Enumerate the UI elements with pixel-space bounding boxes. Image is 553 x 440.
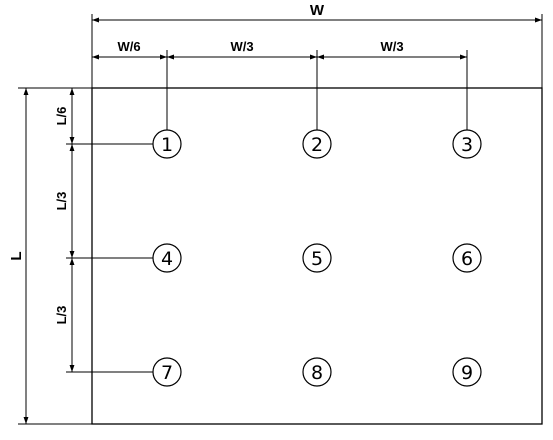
point-number: 5 — [311, 248, 323, 270]
sampling-point-8: 8 — [302, 357, 332, 387]
point-number: 7 — [161, 362, 173, 384]
sampling-point-7: 7 — [152, 357, 182, 387]
point-circle — [302, 243, 332, 273]
point-number: 3 — [461, 134, 473, 156]
point-number: 4 — [161, 248, 173, 270]
segment-label-w3-b: W/3 — [380, 39, 403, 54]
segment-label-l6: L/6 — [54, 107, 69, 126]
point-circle — [152, 357, 182, 387]
point-circle — [452, 243, 482, 273]
point-circle — [452, 129, 482, 159]
point-number: 1 — [161, 134, 173, 156]
length-label: L — [8, 251, 25, 260]
point-circle — [302, 357, 332, 387]
point-number: 9 — [461, 362, 473, 384]
point-circle — [152, 243, 182, 273]
sampling-point-4: 4 — [152, 243, 182, 273]
sampling-point-6: 6 — [452, 243, 482, 273]
segment-label-l3-a: L/3 — [54, 192, 69, 211]
segment-label-w6: W/6 — [117, 39, 140, 54]
sampling-point-2: 2 — [302, 129, 332, 159]
segment-label-w3-a: W/3 — [230, 39, 253, 54]
point-number: 2 — [311, 134, 323, 156]
sampling-point-1: 1 — [152, 129, 182, 159]
point-circle — [452, 357, 482, 387]
point-number: 6 — [461, 248, 473, 270]
point-number: 8 — [311, 362, 323, 384]
width-label: W — [310, 2, 325, 19]
sampling-point-9: 9 — [452, 357, 482, 387]
point-circle — [302, 129, 332, 159]
sampling-point-3: 3 — [452, 129, 482, 159]
segment-label-l3-b: L/3 — [54, 306, 69, 325]
sampling-point-5: 5 — [302, 243, 332, 273]
point-circle — [152, 129, 182, 159]
